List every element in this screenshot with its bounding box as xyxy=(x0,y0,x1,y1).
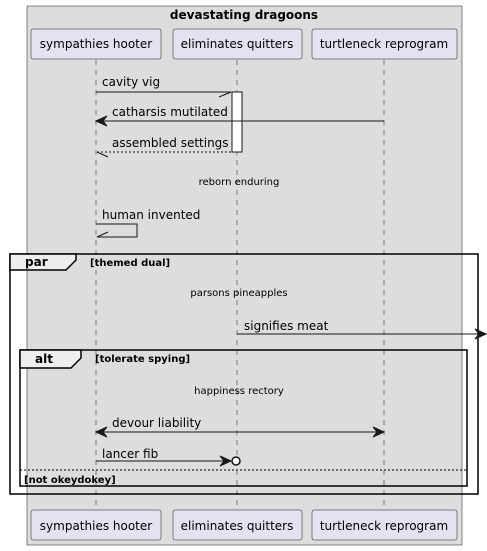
participant-eliminates-quitters-top: eliminates quitters xyxy=(172,28,303,60)
box-background xyxy=(26,5,463,546)
box-title: devastating dragoons xyxy=(170,8,318,22)
message-signifies-meat: signifies meat xyxy=(237,319,487,340)
participant-label: sympathies hooter xyxy=(40,519,152,533)
message-label: devour liability xyxy=(112,416,201,430)
participant-label: turtleneck reprogram xyxy=(320,519,448,533)
participant-label: sympathies hooter xyxy=(40,37,152,51)
message-lancer-fib: lancer fib xyxy=(96,447,241,467)
divider-happiness-rectory: happiness rectory xyxy=(194,386,284,397)
message-label: catharsis mutilated xyxy=(112,105,228,119)
participant-sympathies-hooter-top: sympathies hooter xyxy=(30,28,162,60)
participant-sympathies-hooter-bottom: sympathies hooter xyxy=(30,509,162,541)
message-label: signifies meat xyxy=(244,319,329,333)
participant-turtleneck-reprogram-bottom: turtleneck reprogram xyxy=(311,509,458,541)
message-cavity-vig: cavity vig xyxy=(96,75,232,98)
participant-label: turtleneck reprogram xyxy=(320,37,448,51)
message-label: cavity vig xyxy=(102,75,160,89)
divider-reborn-enduring: reborn enduring xyxy=(199,177,280,188)
message-label: assembled settings xyxy=(112,136,229,150)
participant-label: eliminates quitters xyxy=(181,37,294,51)
participant-eliminates-quitters-bottom: eliminates quitters xyxy=(172,509,303,541)
message-catharsis-mutilated: catharsis mutilated xyxy=(94,105,384,127)
lost-circle-icon xyxy=(231,456,241,466)
else-guard: [not okeydokey] xyxy=(24,475,116,486)
fragment-keyword: alt xyxy=(35,352,53,366)
fragment-guard: [tolerate spying] xyxy=(95,354,190,365)
activation-bar xyxy=(231,91,243,153)
fragment-keyword: par xyxy=(25,255,48,269)
divider-parsons-pineapples: parsons pineapples xyxy=(190,288,287,299)
message-label: human invented xyxy=(102,208,200,222)
message-assembled-settings: assembled settings xyxy=(96,136,231,158)
participant-label: eliminates quitters xyxy=(181,519,294,533)
fragment-par: par [themed dual] xyxy=(9,253,479,495)
message-human-invented: human invented xyxy=(96,208,200,238)
fragment-guard: [themed dual] xyxy=(90,258,170,269)
message-label: lancer fib xyxy=(102,447,158,461)
fragment-alt: alt [tolerate spying] [not okeydokey] xyxy=(19,349,468,487)
participant-turtleneck-reprogram-top: turtleneck reprogram xyxy=(311,28,458,60)
message-devour-liability: devour liability xyxy=(94,416,386,438)
